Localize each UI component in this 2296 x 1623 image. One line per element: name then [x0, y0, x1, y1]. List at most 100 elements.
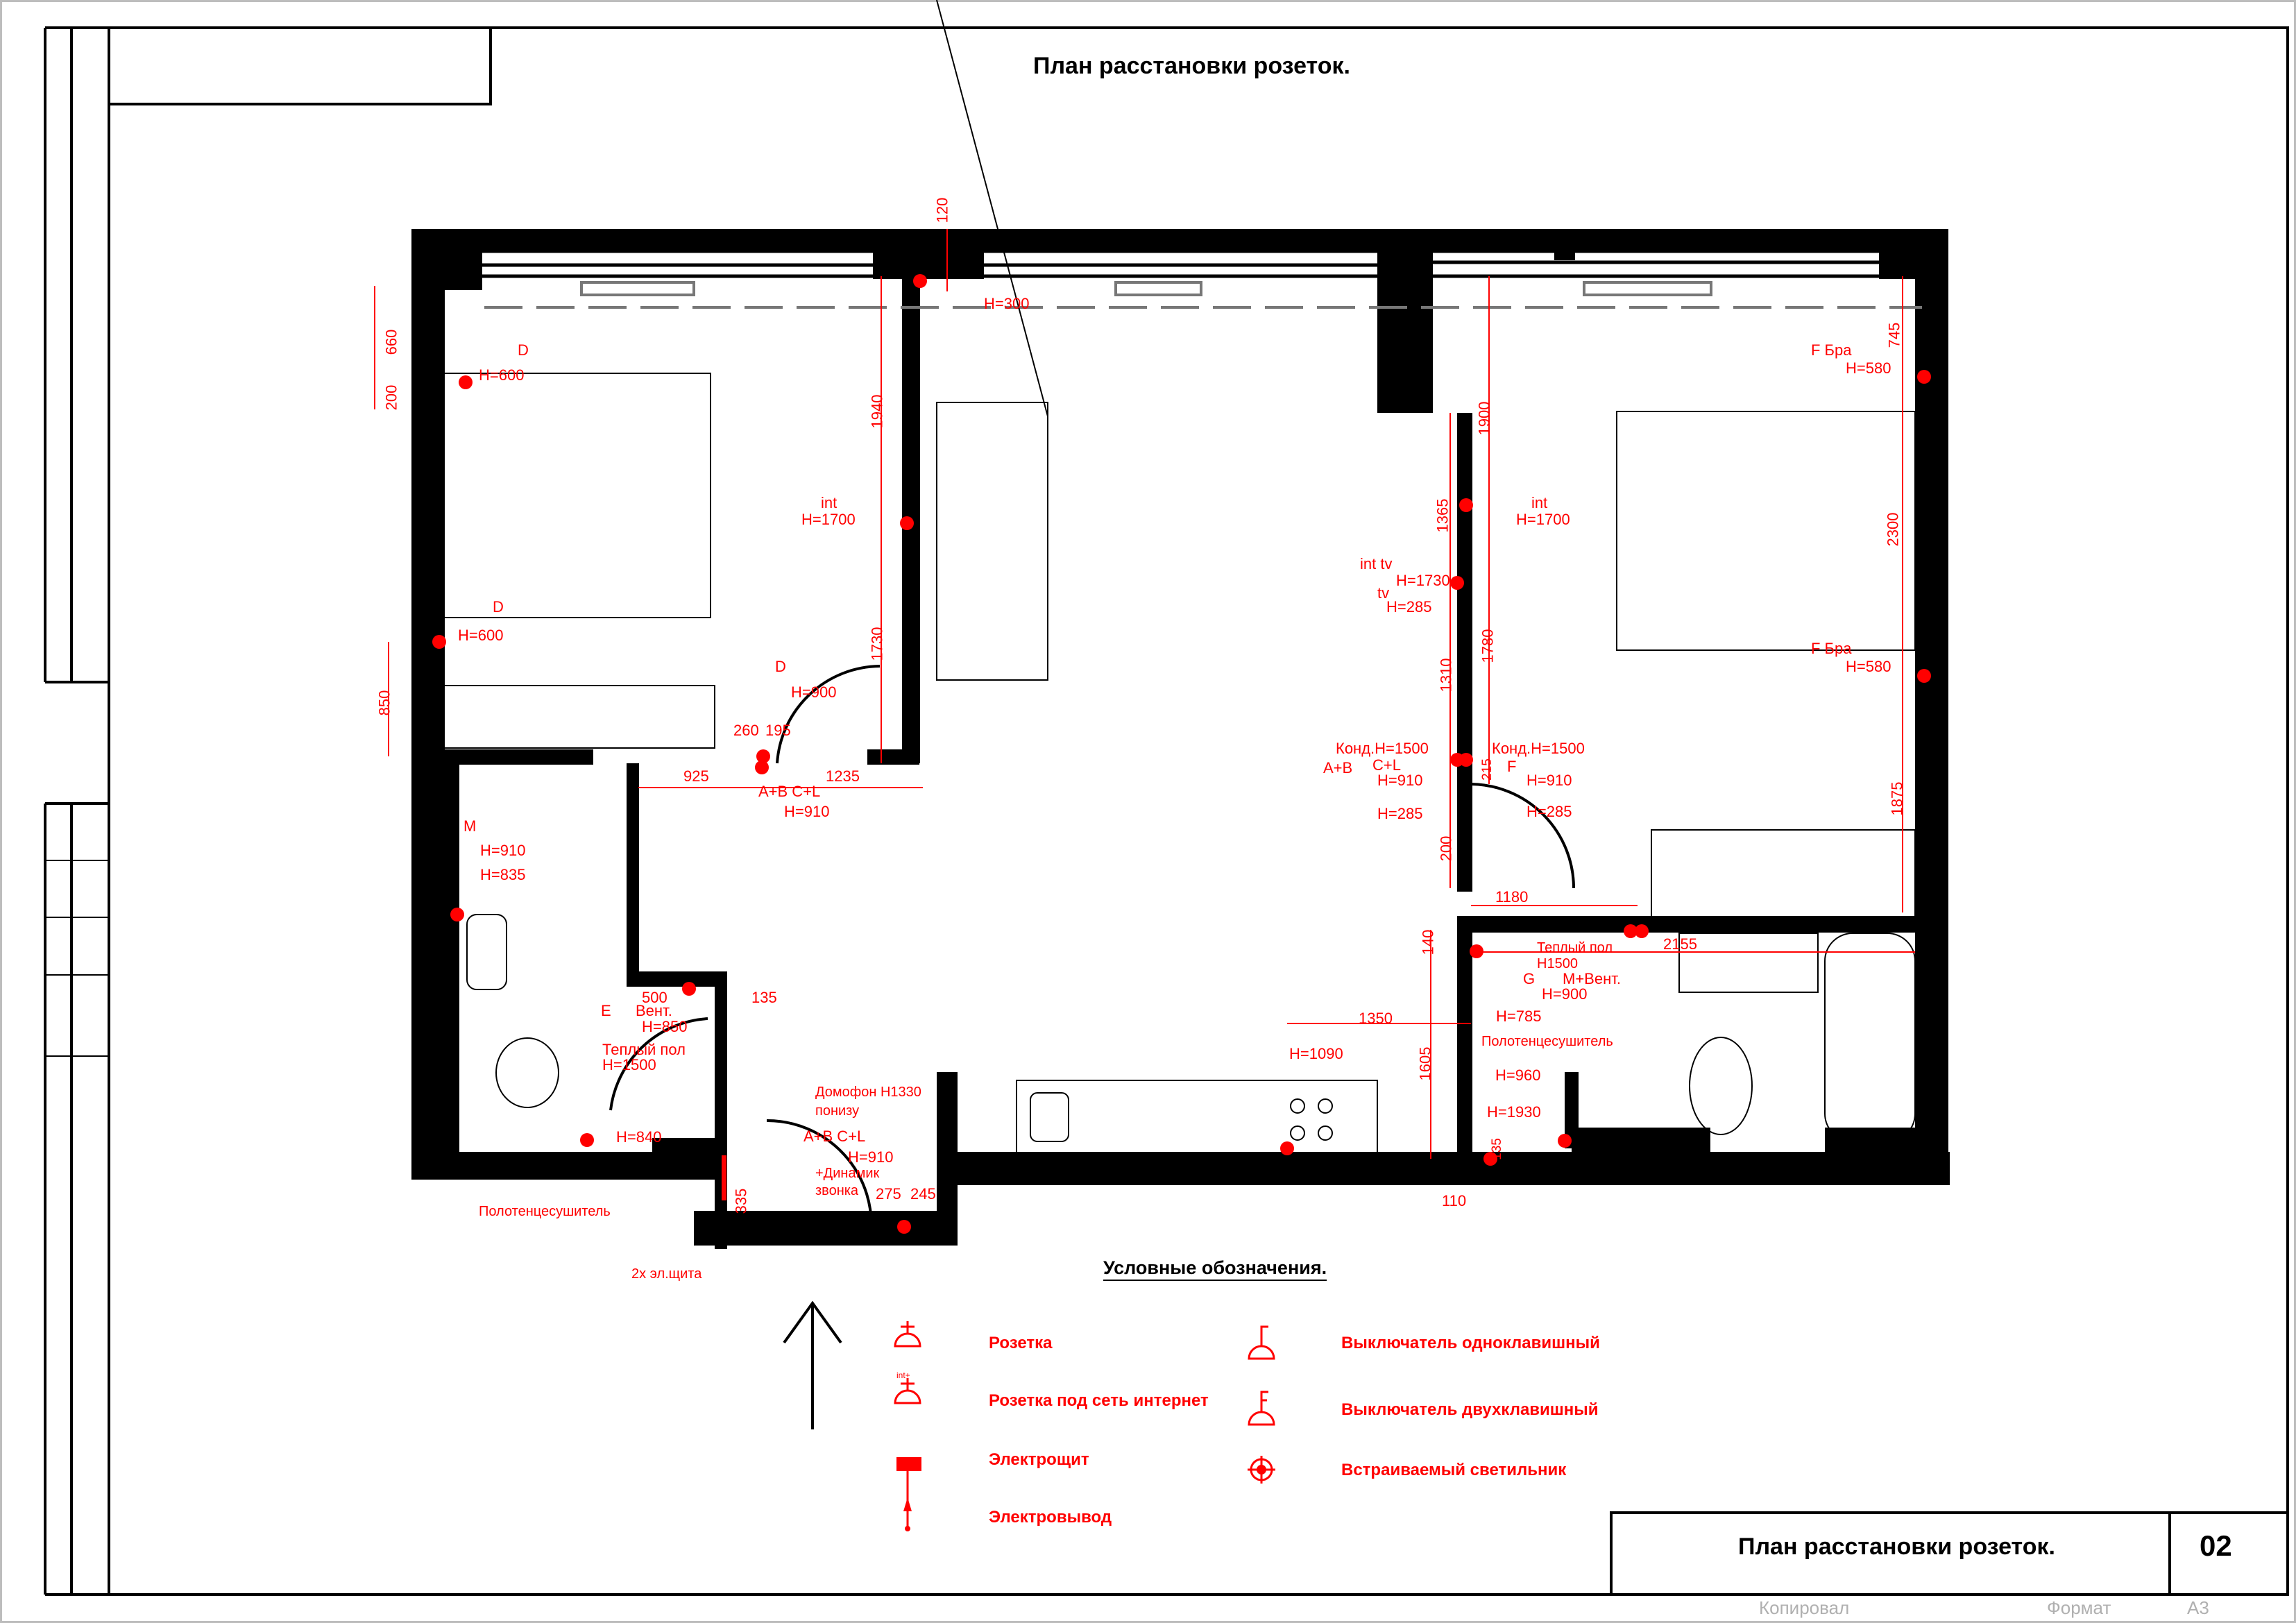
furniture [441, 0, 1916, 1236]
internet-tag: int+ [896, 1370, 910, 1380]
dimension-lines [374, 229, 1915, 1159]
outlet-label: H=285 [1527, 803, 1572, 820]
dimension-label: 1940 [868, 394, 886, 429]
dimension-label: 1605 [1416, 1046, 1434, 1081]
switch-label: H=910 [1377, 772, 1423, 789]
internet-tag: int [1531, 494, 1548, 511]
dimension-label: 260 [733, 722, 759, 739]
outlet-label: H=300 [984, 295, 1030, 312]
floor-heating-label: Теплый пол [602, 1041, 686, 1058]
outlet-label: H=580 [1846, 658, 1891, 675]
legend-item-electrical-outlet: Электровывод [989, 1508, 1112, 1527]
switch-label: H=910 [848, 1148, 894, 1166]
sheet-number: 02 [2200, 1529, 2232, 1562]
switch-label: H=900 [1542, 985, 1588, 1003]
outlet-label: H=1930 [1487, 1103, 1541, 1121]
electrical-panel-icon [896, 1457, 921, 1471]
dimension-label: 660 [382, 329, 400, 355]
switch-group-tag: C+L [1372, 756, 1401, 774]
floor-heating-label: Теплый пол [1537, 940, 1613, 955]
sofa [936, 402, 1048, 681]
dimension-label: 1180 [1495, 888, 1529, 906]
vent-label: Вент. [636, 1002, 672, 1019]
doorbell-label: звонка [815, 1183, 859, 1198]
dimension-label: 500 [642, 989, 667, 1006]
switch-label: H=850 [642, 1018, 688, 1035]
legend-title: Условные обозначения. [1103, 1257, 1327, 1278]
dimension-label: 1350 [1359, 1010, 1393, 1027]
outlet-label: H=1700 [801, 511, 856, 528]
switch-label: H=910 [784, 803, 830, 820]
outlet-label: H=835 [480, 866, 526, 883]
switch-group-tag: A+B [1323, 759, 1353, 776]
dimension-label: 195 [765, 722, 791, 739]
dimension-label: 140 [1419, 929, 1437, 955]
intercom-label: понизу [815, 1103, 860, 1119]
outlet-label: H=580 [1846, 359, 1891, 377]
switch-label: H=910 [1527, 772, 1572, 789]
page-title: План расстановки розеток. [1033, 53, 1350, 79]
switch-tag: G [1523, 970, 1536, 987]
switch-tag: D [518, 341, 529, 359]
windows [482, 249, 1879, 278]
dimension-label: 245 [910, 1185, 936, 1203]
switch-tag: D [493, 598, 504, 615]
outlet-label: H=1700 [1516, 511, 1570, 528]
outlet-label: H=785 [1496, 1008, 1542, 1025]
wardrobe-right [1651, 829, 1916, 917]
sconce-tag: F Бра [1811, 341, 1852, 359]
dimension-label: 135 [1489, 1138, 1504, 1160]
legend-item-recessed-light: Встраиваемый светильник [1341, 1461, 1567, 1479]
north-arrow-icon [783, 1300, 842, 1429]
towel-warmer-label: Полотенцесушитель [1481, 1034, 1613, 1049]
walls [411, 229, 1950, 1249]
dimension-label: 1730 [868, 627, 886, 661]
outlet-label: H=600 [458, 627, 504, 644]
bathtub [1824, 933, 1916, 1142]
dimension-label: 120 [933, 197, 951, 223]
dimension-label: 135 [751, 989, 777, 1006]
outlet-label: H=285 [1386, 598, 1432, 615]
legend-item-double-switch: Выключатель двухклавишный [1341, 1400, 1599, 1419]
dimension-label: 110 [1442, 1192, 1467, 1209]
bed-right [1616, 411, 1916, 651]
towel-warmer-label: Полотенцесушитель [479, 1204, 611, 1219]
dimension-label: 275 [876, 1185, 901, 1203]
copied-label: Копировал [1759, 1597, 1850, 1618]
dimension-label: 850 [375, 690, 393, 716]
kitchen-counter [1016, 1080, 1378, 1155]
switch-tag: F [1507, 758, 1517, 775]
outlet-label: H=1090 [1289, 1045, 1343, 1062]
dimension-label: 215 [1479, 758, 1495, 781]
mirror-switch-tag: M [464, 817, 477, 835]
sink-right [1678, 933, 1819, 993]
toilet-left [495, 1037, 559, 1108]
radiators [484, 281, 1922, 309]
switch-tag: E [601, 1002, 611, 1019]
switch-group-tag: A+B C+L [803, 1128, 866, 1145]
intercom-label: Домофон H1330 [815, 1085, 921, 1100]
legend-item-electrical-panel: Электрощит [989, 1450, 1089, 1469]
format-value: А3 [2187, 1597, 2209, 1618]
outlet-label: H=1730 [1396, 572, 1450, 589]
sconce-tag: F Бра [1811, 640, 1852, 657]
switch-label: H=900 [791, 683, 837, 701]
dimension-label: 1780 [1479, 629, 1497, 663]
dimension-label: 1875 [1888, 781, 1906, 816]
washbasin-left [466, 914, 507, 990]
dimension-label: 1365 [1434, 498, 1452, 533]
dimension-label: 1900 [1475, 401, 1493, 436]
electrical-panel-label: 2х эл.щита [631, 1266, 702, 1282]
internet-tag: int [821, 494, 837, 511]
outlet-label: H=960 [1495, 1067, 1541, 1084]
legend-item-single-switch: Выключатель одноклавишный [1341, 1334, 1600, 1352]
stamp-title: План расстановки розеток. [1738, 1533, 2055, 1560]
ac-label: Конд.H=1500 [1492, 740, 1585, 757]
dimension-label: 335 [732, 1188, 750, 1214]
dimension-label: 745 [1885, 322, 1903, 348]
internet-tv-tag: int tv [1360, 555, 1393, 572]
dimension-label: 2155 [1663, 935, 1697, 953]
floor-heating-label: H=1500 [602, 1056, 656, 1073]
